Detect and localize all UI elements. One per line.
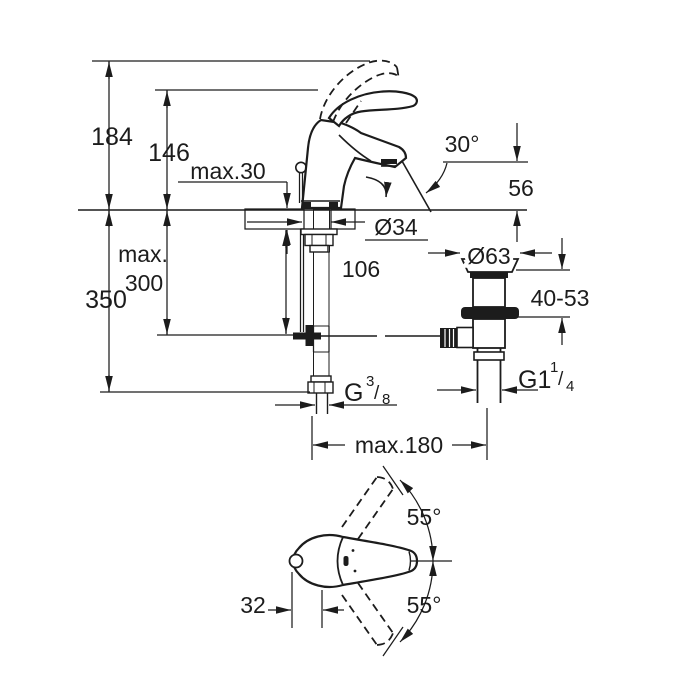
- label-below-deck: 106: [342, 256, 380, 282]
- countertop: [78, 208, 527, 230]
- label-max-reach: max.180: [355, 432, 443, 458]
- dim-spout-height-56: 56: [508, 123, 534, 242]
- dim-clamping-range: 40-53: [516, 238, 589, 345]
- dim-deck-max30: max.30: [178, 158, 291, 254]
- side-view: 184 350 146 max. 300 max.30: [78, 59, 589, 460]
- plan-view: 55° 55° 32: [240, 465, 452, 657]
- dim-rod-max-300: max. 300: [118, 241, 293, 336]
- handle-swing-down-dashed: [341, 582, 394, 646]
- label-stream-angle: 30°: [445, 131, 480, 157]
- label-supply-thread: G 3 / 8: [344, 373, 390, 408]
- label-clamping-range: 40-53: [531, 285, 590, 311]
- label-install-depth: 350: [85, 286, 127, 314]
- label-spout-height: 56: [508, 175, 534, 201]
- pop-up-rod-linkage: [293, 325, 446, 346]
- dim-hole-dia-34: Ø34: [247, 214, 428, 241]
- dim-stream-angle-30: 30°: [365, 131, 528, 213]
- dim-handle-height-146: 146: [148, 89, 318, 335]
- pop-up-waste-drain: [440, 258, 520, 403]
- label-lever-offset: 32: [240, 592, 266, 618]
- label-hole-dia: Ø34: [374, 214, 418, 240]
- label-deck-max: max.30: [190, 158, 265, 184]
- label-swing-lower: 55°: [407, 592, 442, 618]
- handle-top-view: [288, 533, 419, 589]
- faucet-body: [300, 118, 408, 210]
- faucet-lever-raised-dashed: [319, 59, 400, 124]
- handle-swing-up-dashed: [341, 476, 394, 540]
- dim-waste-thread: G1 1 / 4: [437, 359, 574, 395]
- label-handle-height: 146: [148, 139, 190, 167]
- dim-below-deck-106: 106: [282, 230, 380, 334]
- dim-swing-arcs: 55° 55°: [382, 465, 452, 657]
- label-waste-thread: G1 1 / 4: [518, 359, 574, 395]
- dim-lever-offset-32: 32: [240, 572, 344, 628]
- label-rod-max-value: 300: [125, 270, 163, 296]
- label-waste-flange: Ø63: [467, 243, 510, 269]
- dim-total-height-184: 184: [91, 60, 370, 392]
- label-rod-max-word: max.: [118, 241, 168, 267]
- dim-waste-flange-63: Ø63: [428, 240, 552, 273]
- dim-supply-thread: G 3 / 8: [275, 373, 397, 409]
- faucet-lever-handle: [327, 90, 418, 128]
- mounting-shank-and-hose: [299, 208, 338, 414]
- dim-max-reach-180: max.180: [311, 408, 488, 460]
- label-swing-upper: 55°: [407, 504, 442, 530]
- label-total-height: 184: [91, 123, 133, 151]
- dim-install-depth-350: 350: [85, 286, 310, 393]
